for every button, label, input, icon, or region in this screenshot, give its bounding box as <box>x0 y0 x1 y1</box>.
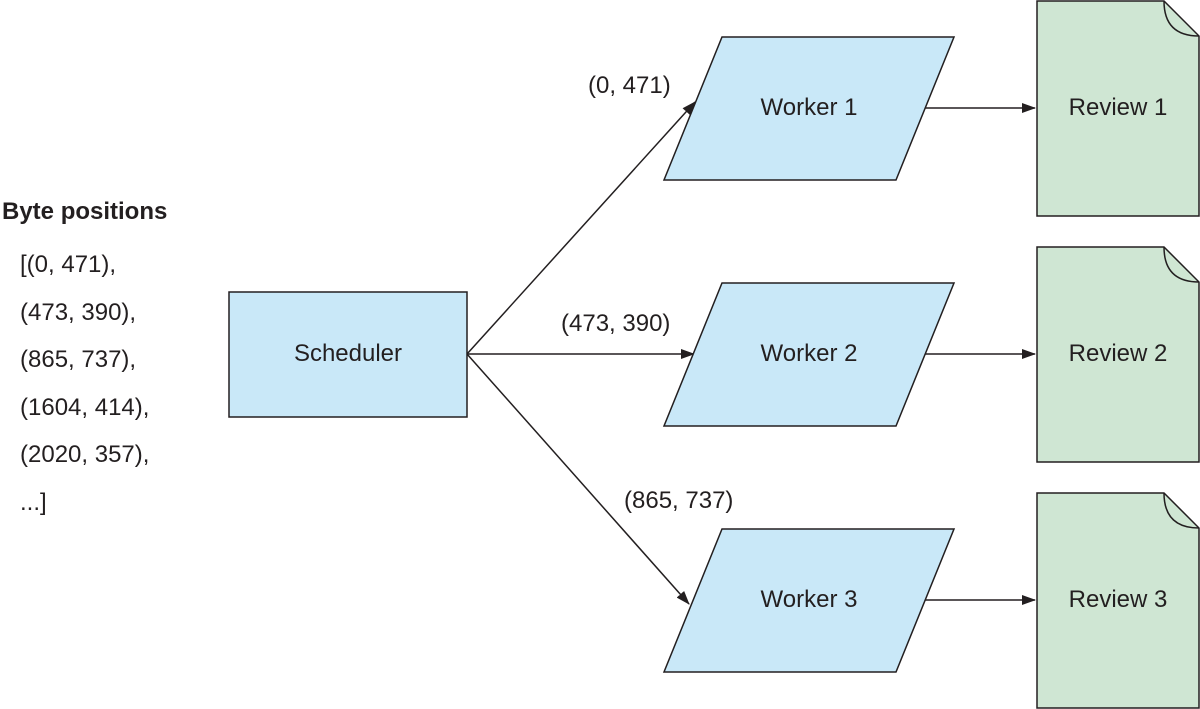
review-label: Review 3 <box>1069 586 1168 613</box>
worker-shape <box>662 528 956 673</box>
byte-position-item: (865, 737), <box>20 346 137 373</box>
worker-label: Worker 3 <box>761 586 858 613</box>
byte-position-item: [(0, 471), <box>20 251 117 278</box>
worker-label: Worker 2 <box>761 340 858 367</box>
review-document-1: Review 1 <box>1036 0 1200 217</box>
worker-label: Worker 1 <box>761 94 858 121</box>
document-fold <box>1163 492 1200 529</box>
edge-scheduler-worker-1 <box>466 101 696 355</box>
byte-position-item: (1604, 414), <box>20 393 150 421</box>
byte-position-item: (2020, 357), <box>20 441 150 468</box>
edge-label-worker-1: (0, 471) <box>588 72 671 99</box>
byte-position-item: ...] <box>20 488 47 516</box>
document-fold <box>1163 246 1200 283</box>
review-label: Review 1 <box>1069 94 1168 121</box>
review-document-2: Review 2 <box>1036 246 1200 463</box>
byte-positions-list: [(0, 471), (473, 390), (865, 737), (1604… <box>20 250 149 535</box>
document-shape <box>1036 246 1200 463</box>
review-label: Review 2 <box>1069 340 1168 367</box>
byte-position-item: (473, 390), <box>20 298 137 326</box>
worker-node-2: Worker 2 <box>662 282 956 427</box>
edge-label-worker-2: (473, 390) <box>561 310 670 337</box>
document-shape <box>1036 492 1200 709</box>
worker-shape <box>662 282 956 427</box>
byte-positions-title: Byte positions <box>2 198 168 225</box>
scheduler-node: Scheduler <box>228 291 468 418</box>
document-shape <box>1036 0 1200 217</box>
document-fold <box>1163 0 1200 37</box>
review-document-3: Review 3 <box>1036 492 1200 709</box>
worker-shape <box>662 36 956 181</box>
edge-label-worker-3: (865, 737) <box>624 487 733 514</box>
edge-scheduler-worker-3 <box>466 353 690 605</box>
scheduler-label: Scheduler <box>294 340 402 367</box>
worker-node-3: Worker 3 <box>662 528 956 673</box>
worker-node-1: Worker 1 <box>662 36 956 181</box>
